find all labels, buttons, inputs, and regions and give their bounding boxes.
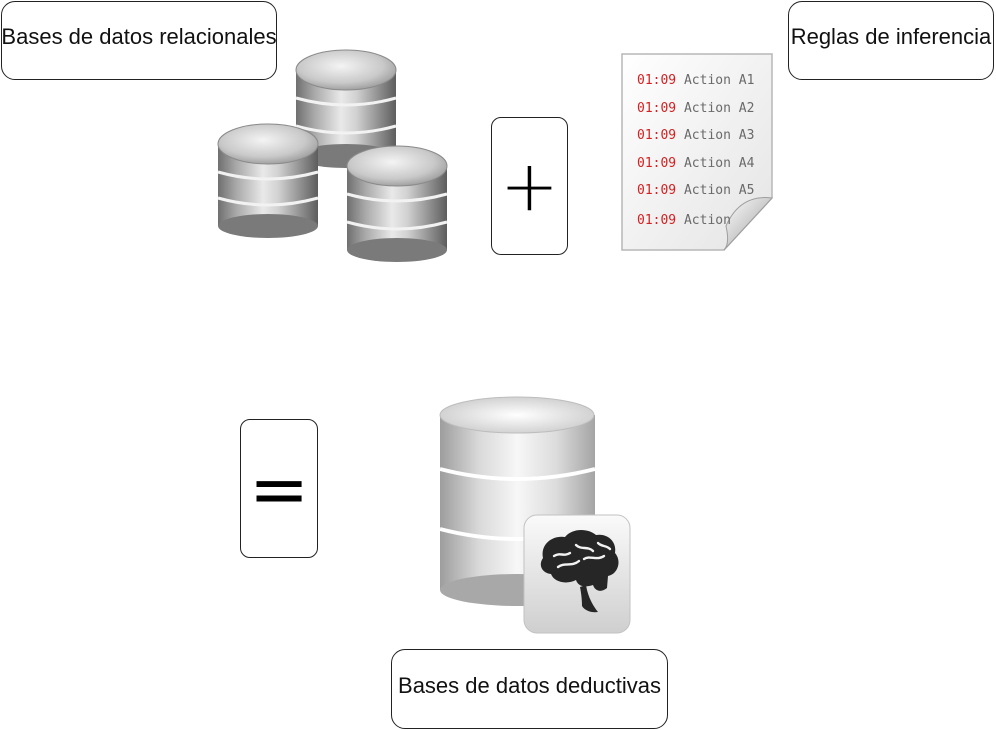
rule-action: Action A4 bbox=[684, 156, 755, 171]
brain-tile bbox=[523, 514, 631, 634]
plus-operator: + bbox=[491, 117, 568, 255]
inference-rules-label: Reglas de inferencia bbox=[788, 1, 994, 80]
deductive-databases-text: Bases de datos deductivas bbox=[398, 673, 661, 698]
rule-action: Action A1 bbox=[684, 73, 754, 88]
rule-row: 01:09 Action A4 bbox=[637, 156, 755, 171]
rule-row: 01:09 Action A5 bbox=[637, 183, 754, 198]
rule-row: 01:09 Action bbox=[637, 213, 731, 228]
rules-document-icon: 01:09 Action A1 01:09 Action A2 01:09 Ac… bbox=[621, 53, 774, 251]
rule-action: Action bbox=[684, 213, 731, 228]
brain-icon bbox=[540, 529, 619, 613]
plus-sign: + bbox=[500, 145, 559, 227]
deductive-database-icon bbox=[439, 396, 631, 634]
equals-operator: = bbox=[240, 419, 318, 558]
rule-row: 01:09 Action A2 bbox=[637, 101, 754, 116]
rule-time: 01:09 bbox=[637, 183, 676, 198]
rule-time: 01:09 bbox=[637, 213, 676, 228]
rule-action: Action A2 bbox=[684, 101, 754, 116]
database-cylinder-right bbox=[346, 145, 448, 262]
rule-row: 01:09 Action A3 bbox=[637, 128, 754, 143]
rule-time: 01:09 bbox=[637, 156, 676, 171]
rule-time: 01:09 bbox=[637, 128, 676, 143]
equals-sign: = bbox=[248, 446, 310, 531]
database-cylinder-left bbox=[217, 123, 319, 238]
rule-row: 01:09 Action A1 bbox=[637, 73, 754, 88]
rules-list: 01:09 Action A1 01:09 Action A2 01:09 Ac… bbox=[637, 73, 755, 228]
relational-databases-label: Bases de datos relacionales bbox=[1, 1, 277, 80]
rule-time: 01:09 bbox=[637, 73, 676, 88]
relational-databases-text: Bases de datos relacionales bbox=[1, 23, 277, 49]
rule-time: 01:09 bbox=[637, 101, 676, 116]
database-cluster-icon bbox=[217, 49, 448, 262]
rule-action: Action A3 bbox=[684, 128, 754, 143]
rule-action: Action A5 bbox=[684, 183, 754, 198]
inference-rules-text: Reglas de inferencia bbox=[790, 23, 992, 49]
deductive-databases-label: Bases de datos deductivas bbox=[391, 649, 668, 729]
